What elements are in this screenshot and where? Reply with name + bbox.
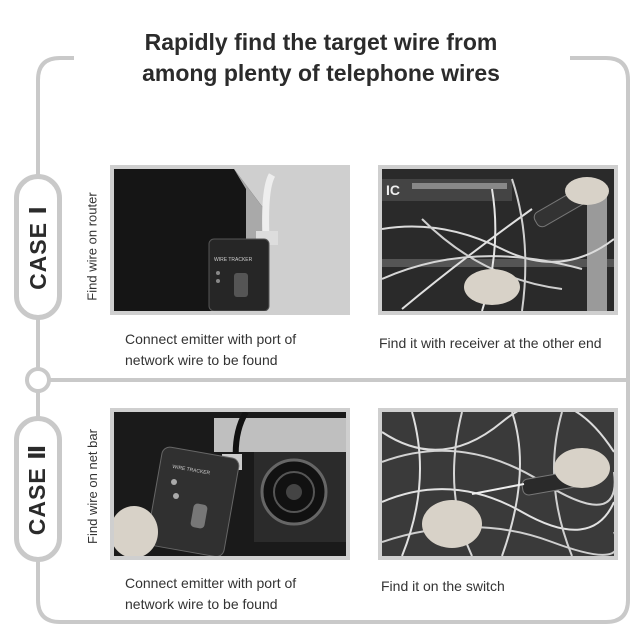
- case-1-right-caption: Find it with receiver at the other end: [379, 335, 602, 351]
- case-2-badge: CASE Ⅱ: [14, 416, 62, 562]
- device-label-1: WIRE TRACKER: [214, 257, 253, 263]
- case-1-badge: CASE Ⅰ: [14, 174, 62, 320]
- case-2-right-caption: Find it on the switch: [381, 578, 505, 594]
- case-1-left-caption-line-1: Connect emitter with port of: [125, 331, 297, 347]
- case-1-left-caption: Connect emitter with port of network wir…: [125, 329, 296, 371]
- case-2-label: CASE Ⅱ: [24, 443, 51, 535]
- case-2-left-caption: Connect emitter with port of network wir…: [125, 573, 296, 615]
- case-2-side-label: Find wire on net bar: [82, 408, 102, 564]
- case-1-receiver-photo: IC: [378, 165, 618, 315]
- case-1-side-label-text: Find wire on router: [84, 191, 100, 301]
- rack-badge: IC: [386, 182, 400, 198]
- case-1-side-label: Find wire on router: [82, 170, 102, 322]
- case-2-emitter-photo: WIRE TRACKER: [110, 408, 350, 560]
- case-2-receiver-photo: [378, 408, 618, 560]
- case-1-left-caption-line-2: network wire to be found: [125, 352, 278, 368]
- title-line-1: Rapidly find the target wire from: [144, 29, 498, 55]
- case-2-left-caption-line-2: network wire to be found: [125, 596, 278, 612]
- case-1-emitter-photo: WIRE TRACKER: [110, 165, 350, 315]
- case-2-side-label-text: Find wire on net bar: [84, 428, 100, 544]
- page-title: Rapidly find the target wire from among …: [0, 27, 642, 89]
- case-1-label: CASE Ⅰ: [24, 204, 51, 290]
- title-line-2: among plenty of telephone wires: [142, 60, 500, 86]
- case-2-left-caption-line-1: Connect emitter with port of: [125, 575, 297, 591]
